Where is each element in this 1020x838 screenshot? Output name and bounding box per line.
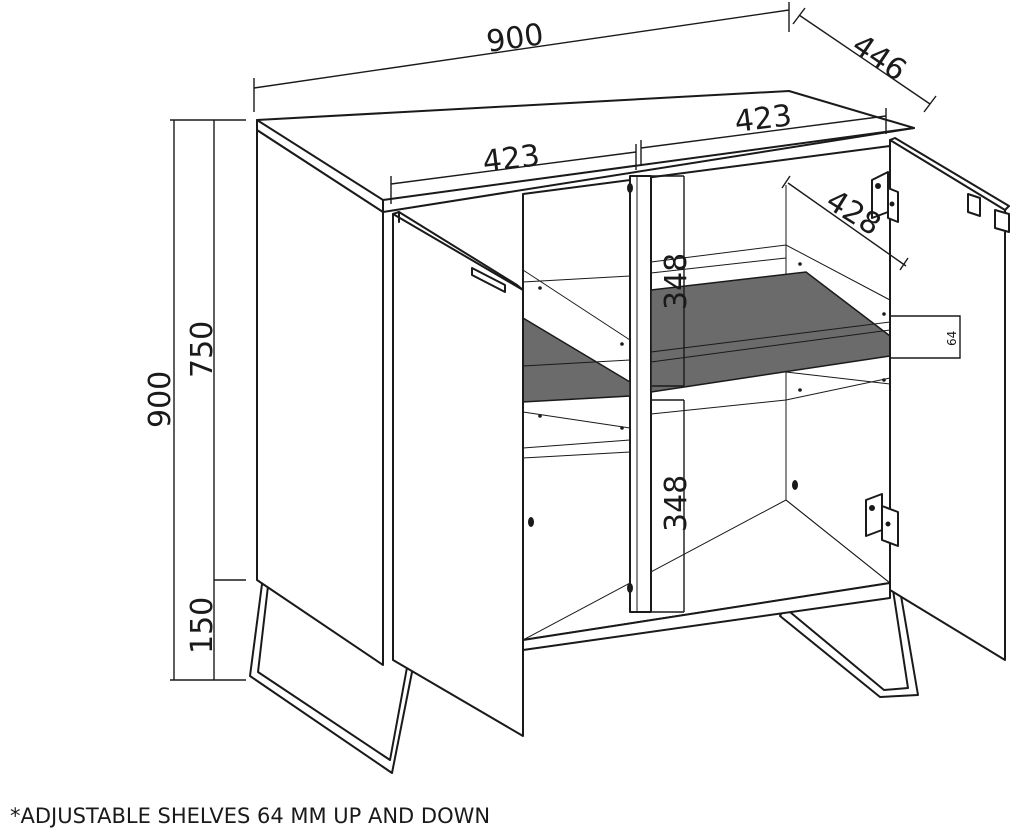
dim-shelf-adjustment: 64: [890, 315, 961, 359]
left-handle-hole-top: [627, 183, 633, 193]
center-partition: [629, 175, 652, 613]
dim-compartment-left-label: 423: [481, 138, 542, 180]
top-left-edge: [256, 119, 384, 201]
bottom-inner-edges: [522, 499, 891, 641]
dim-leg-height-label: 150: [185, 597, 220, 654]
adjustable-shelves-footnote: *ADJUSTABLE SHELVES 64 MM UP AND DOWN: [10, 804, 491, 828]
dim-compartment-right: 423: [640, 98, 887, 166]
dim-height-upper-label: 348: [659, 253, 694, 310]
left-handle-hole-bottom: [627, 583, 633, 593]
left-door-handle: [471, 267, 506, 293]
dim-body-height-label: 750: [185, 321, 220, 378]
right-door: [889, 137, 1010, 661]
dim-compartment-right-label: 423: [733, 98, 794, 140]
dim-height-upper: 348: [652, 175, 694, 387]
left-side-panel: [256, 129, 384, 666]
back-hole-right: [792, 480, 798, 490]
dim-total-height: 900: [143, 119, 246, 681]
dim-total-width: 900: [253, 2, 790, 112]
hinge-top: [871, 171, 899, 223]
dim-depth-label: 446: [846, 28, 913, 89]
dim-shelf-adjustment-label: 64: [945, 331, 959, 346]
dim-leg-height: 150: [185, 580, 220, 680]
dim-body-height: 750: [185, 120, 246, 581]
right-door-handle: [967, 193, 981, 217]
dim-depth: 446: [792, 7, 937, 113]
dim-height-lower-label: 348: [659, 475, 694, 532]
back-hole-left: [528, 517, 534, 527]
dim-total-width-label: 900: [484, 17, 546, 60]
cabinet-top: [256, 90, 915, 213]
dim-height-lower: 348: [652, 399, 694, 613]
shelf-guide-lines-upper: [522, 244, 891, 341]
dim-compartment-left: 423: [390, 138, 637, 204]
hinge-bottom: [865, 493, 899, 547]
shelf-pin-holes: [538, 262, 886, 430]
dim-total-height-label: 900: [143, 371, 178, 428]
left-door: [392, 211, 524, 737]
